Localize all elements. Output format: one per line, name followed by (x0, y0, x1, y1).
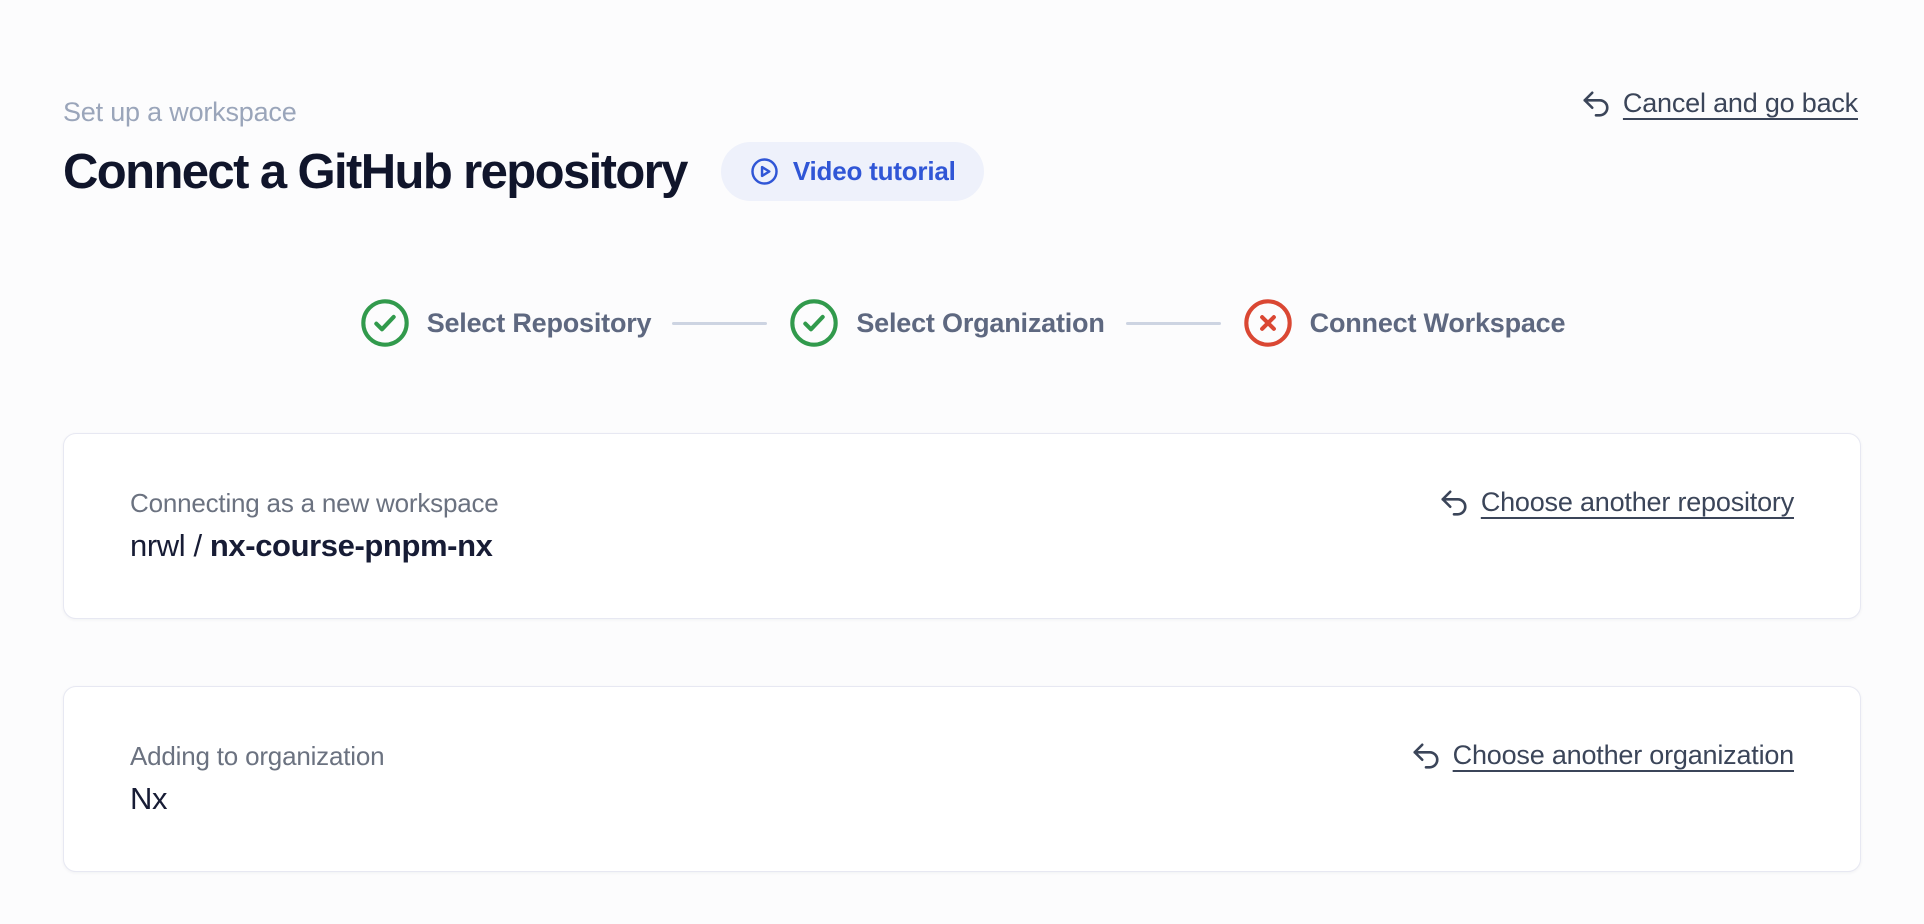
page-eyebrow: Set up a workspace (63, 97, 297, 127)
cancel-link-label: Cancel and go back (1622, 88, 1858, 118)
repository-card-label: Connecting as a new workspace (130, 488, 499, 518)
step-connect-workspace: Connect Workspace (1242, 297, 1566, 349)
x-circle-icon (1242, 297, 1294, 349)
cancel-and-go-back-link[interactable]: Cancel and go back (1581, 88, 1858, 119)
page-title: Connect a GitHub repository (63, 144, 688, 199)
step-label: Select Repository (426, 307, 652, 338)
choose-another-repository-link[interactable]: Choose another repository (1439, 487, 1794, 518)
choose-another-organization-link[interactable]: Choose another organization (1411, 740, 1794, 771)
organization-name-text: Nx (130, 781, 168, 816)
selected-repository-card: Connecting as a new workspace nrwl / nx-… (63, 433, 1861, 619)
title-row: Connect a GitHub repository Video tutori… (63, 142, 1861, 201)
step-label: Select Organization (856, 307, 1105, 338)
undo-arrow-icon (1581, 89, 1611, 119)
play-circle-icon (749, 156, 780, 187)
selected-organization-card: Adding to organization Nx Choose another… (63, 686, 1861, 872)
organization-info: Adding to organization Nx (130, 739, 385, 819)
choose-organization-label: Choose another organization (1452, 740, 1795, 770)
undo-arrow-icon (1439, 488, 1469, 518)
setup-stepper: Select Repository Select Organization Co… (63, 297, 1861, 349)
step-select-organization: Select Organization (788, 297, 1105, 349)
organization-name: Nx (130, 779, 384, 819)
step-connector (1125, 321, 1221, 325)
check-circle-icon (788, 297, 840, 349)
check-circle-icon (359, 297, 411, 349)
repository-repo-name: nx-course-pnpm-nx (209, 528, 493, 563)
video-tutorial-label: Video tutorial (792, 156, 956, 186)
repository-name: nrwl / nx-course-pnpm-nx (130, 526, 499, 566)
setup-workspace-page: Cancel and go back Set up a workspace Co… (63, 88, 1861, 872)
undo-arrow-icon (1411, 741, 1441, 771)
step-connector (672, 321, 768, 325)
repository-owner: nrwl / (130, 528, 210, 563)
repository-info: Connecting as a new workspace nrwl / nx-… (130, 486, 499, 566)
step-label: Connect Workspace (1309, 307, 1566, 338)
choose-repository-label: Choose another repository (1480, 487, 1794, 517)
organization-card-label: Adding to organization (130, 741, 385, 771)
step-select-repository: Select Repository (359, 297, 652, 349)
video-tutorial-button[interactable]: Video tutorial (720, 142, 984, 201)
